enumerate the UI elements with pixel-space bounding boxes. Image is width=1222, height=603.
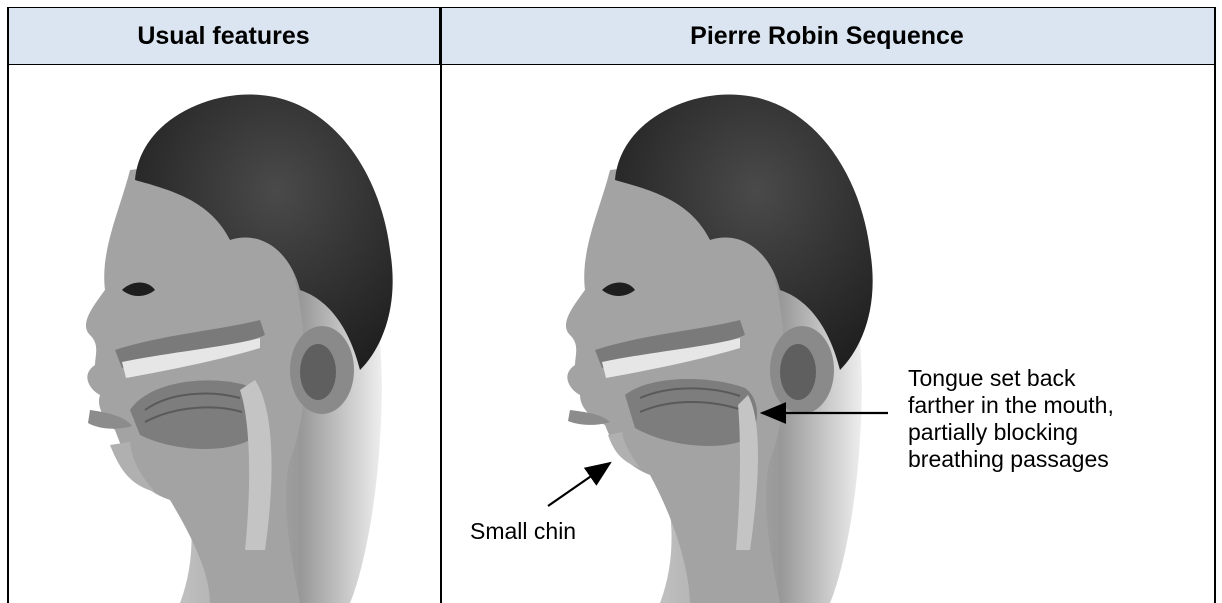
chin-arrow	[548, 463, 610, 506]
tongue-callout: Tongue set back farther in the mouth, pa…	[908, 365, 1114, 473]
tongue-callout-line: farther in the mouth,	[908, 392, 1114, 419]
tongue-callout-line: Tongue set back	[908, 365, 1114, 392]
tongue-callout-line: partially blocking	[908, 419, 1114, 446]
chin-callout: Small chin	[470, 518, 576, 545]
tongue-callout-line: breathing passages	[908, 446, 1114, 473]
